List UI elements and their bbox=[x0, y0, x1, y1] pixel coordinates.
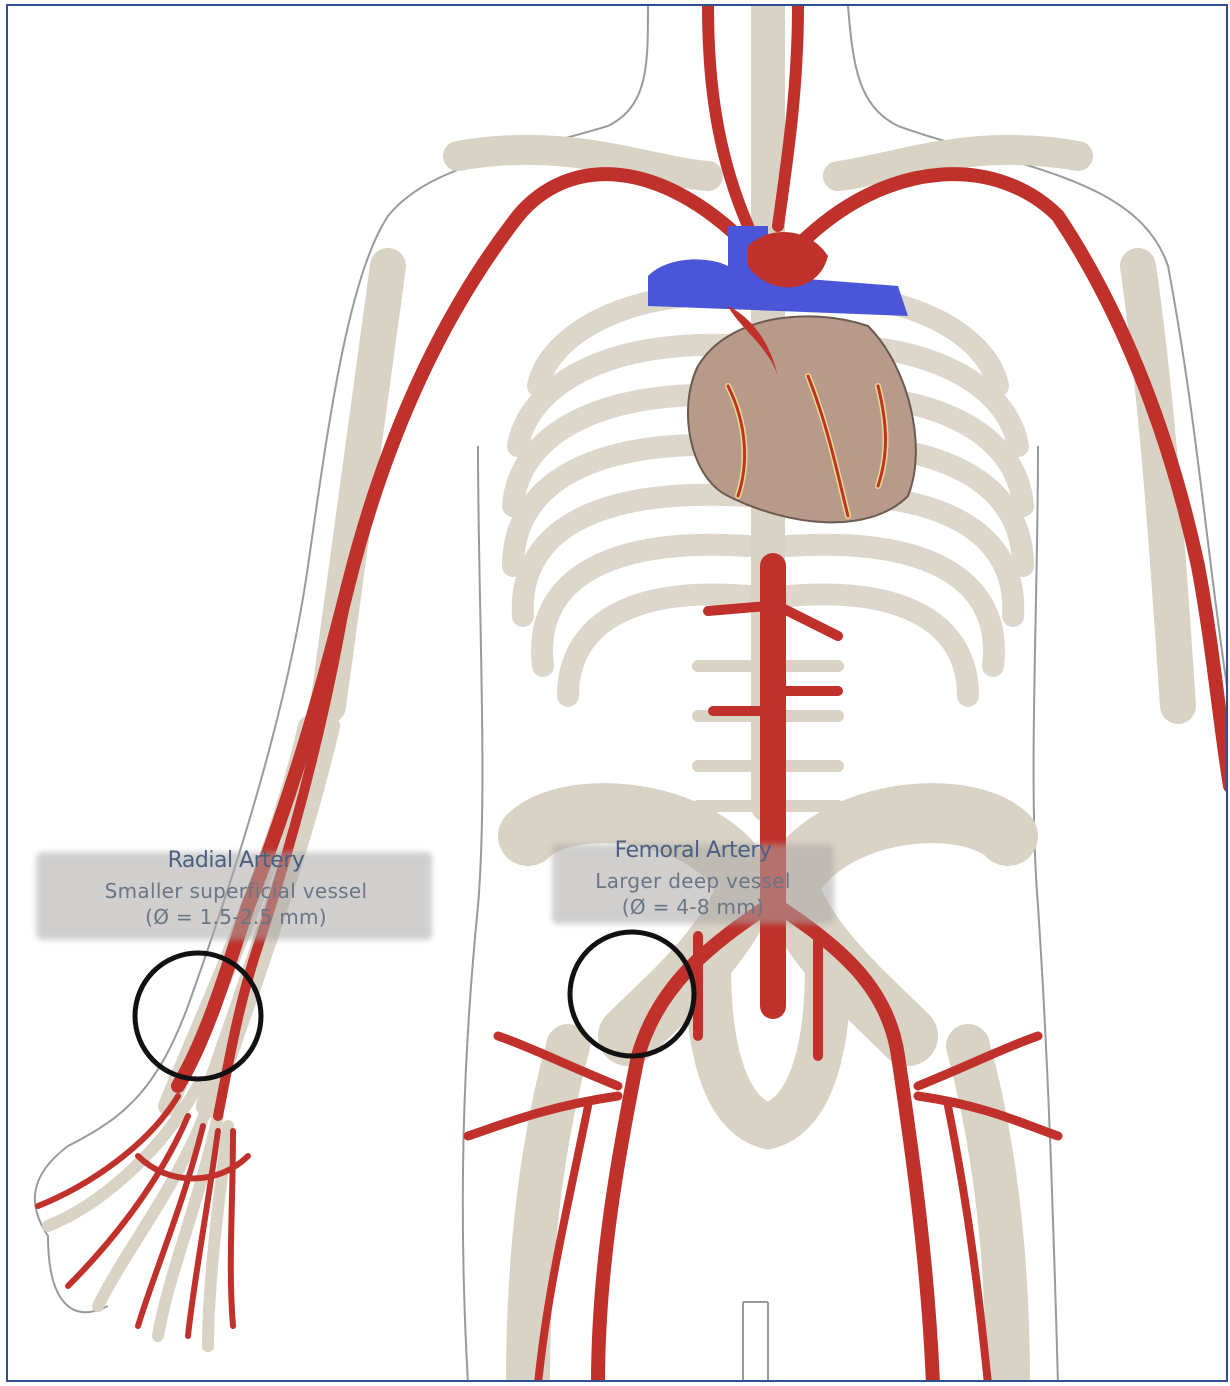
radial-artery-description: Smaller superficial vessel bbox=[36, 879, 436, 903]
heart bbox=[648, 226, 916, 522]
radial-artery-title: Radial Artery bbox=[36, 848, 436, 873]
femoral-artery-diameter: (Ø = 4-8 mm) bbox=[548, 895, 838, 919]
radial-artery-diameter: (Ø = 1.5-2.5 mm) bbox=[36, 905, 436, 929]
diagram-frame: Radial Artery Smaller superficial vessel… bbox=[6, 4, 1228, 1382]
femoral-artery-title: Femoral Artery bbox=[548, 838, 838, 863]
femoral-artery-description: Larger deep vessel bbox=[548, 869, 838, 893]
anatomy-illustration bbox=[8, 6, 1228, 1382]
femoral-artery-callout: Femoral Artery Larger deep vessel (Ø = 4… bbox=[548, 838, 838, 948]
arterial-system bbox=[38, 6, 1228, 1382]
radial-artery-callout: Radial Artery Smaller superficial vessel… bbox=[36, 848, 436, 958]
